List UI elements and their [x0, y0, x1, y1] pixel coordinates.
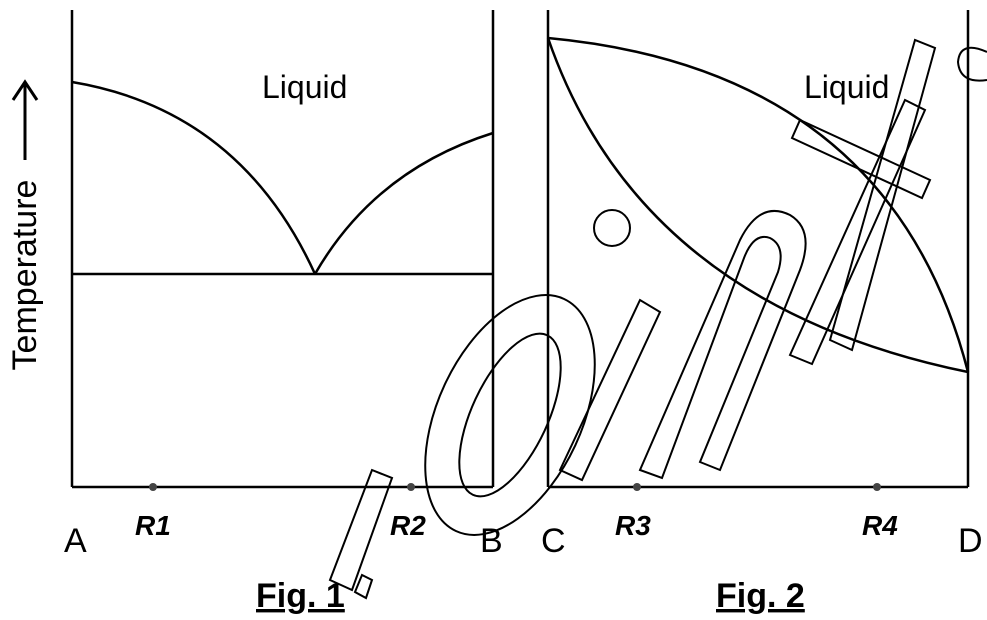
- fig2-left-end-label: C: [541, 522, 566, 560]
- fig2-diagram: [546, 10, 970, 489]
- fig2-right-end-label: D: [958, 522, 983, 560]
- fig2-point-r4-label: R4: [862, 510, 898, 541]
- fig2-solidus-curve: [546, 37, 969, 374]
- y-axis-label: Temperature: [6, 180, 44, 371]
- fig1-liquidus-left: [71, 80, 317, 275]
- fig2-liquidus-curve: [547, 36, 970, 373]
- tutorialspoint-watermark-icon: [328, 38, 987, 600]
- fig1-liquidus-right: [313, 131, 494, 275]
- arrow-up-icon: [11, 79, 39, 160]
- fig1-region-label: Liquid: [262, 69, 347, 105]
- fig1-diagram: [70, 10, 495, 489]
- fig1-left-end-label: A: [64, 522, 87, 560]
- fig2-region-label: Liquid: [804, 69, 889, 105]
- fig1-point-r2-label: R2: [390, 510, 426, 541]
- y-axis-label-group: Temperature: [6, 79, 44, 371]
- fig2-point-r3-marker: [633, 483, 641, 491]
- fig1-right-end-label: B: [480, 522, 503, 560]
- fig2-caption: Fig. 2: [716, 577, 805, 615]
- fig1-caption: Fig. 1: [256, 577, 345, 615]
- fig1-point-r1-marker: [149, 483, 157, 491]
- fig2-point-r3-label: R3: [615, 510, 651, 541]
- fig2-point-r4-marker: [873, 483, 881, 491]
- fig1-point-r1-label: R1: [135, 510, 171, 541]
- fig1-point-r2-marker: [407, 483, 415, 491]
